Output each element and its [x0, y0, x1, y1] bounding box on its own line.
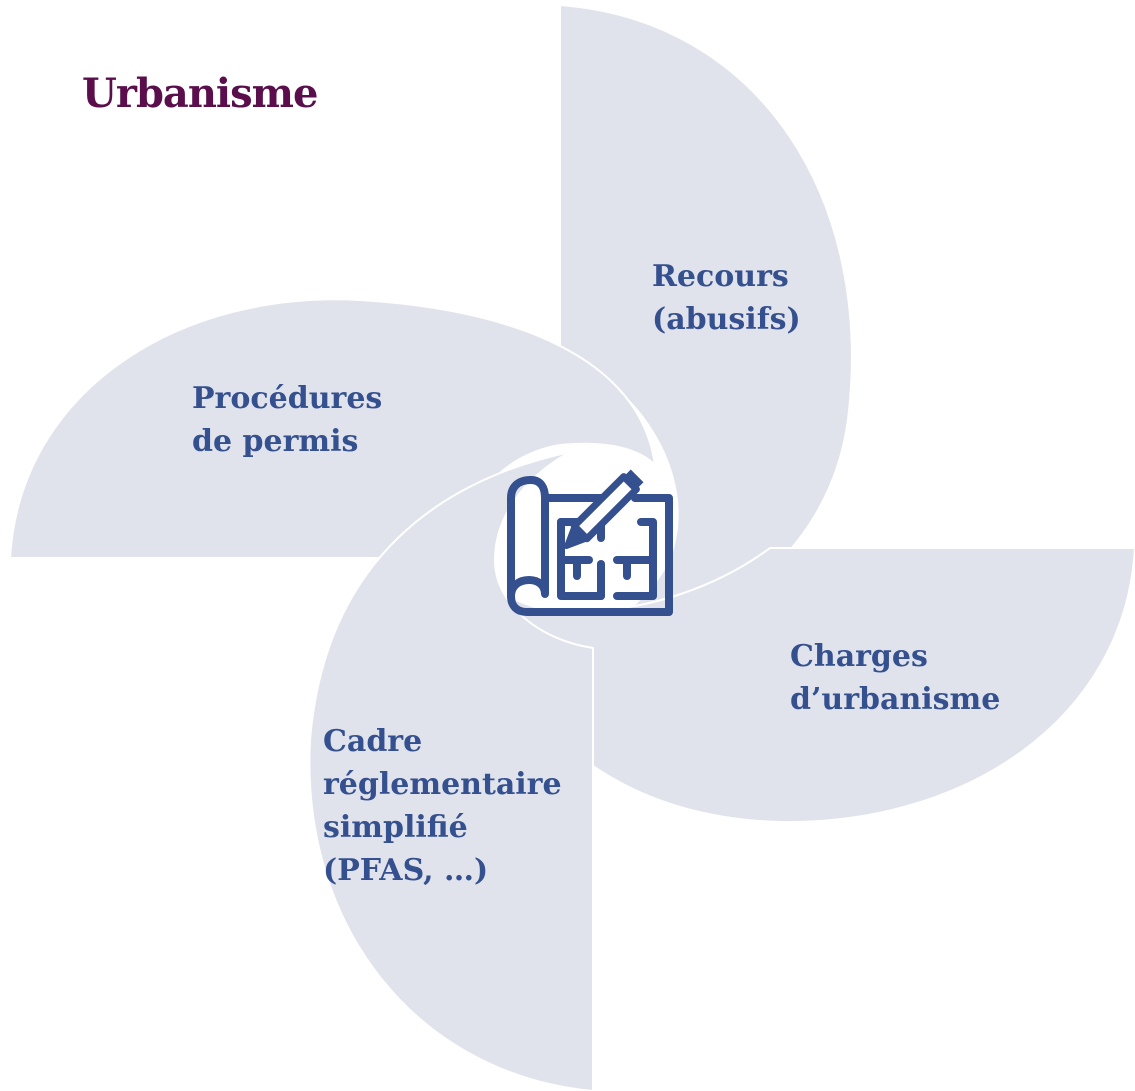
label-recours: Recours (abusifs) [652, 255, 801, 341]
segment-procedures [8, 298, 657, 559]
label-cadre-line: Cadre [323, 724, 423, 759]
page-title: Urbanisme [82, 70, 318, 117]
label-procedures: Procédures de permis [192, 377, 382, 463]
label-recours-line: Recours [652, 259, 789, 294]
label-charges-line: Charges [790, 639, 928, 674]
blueprint-pencil-icon [505, 468, 673, 616]
label-recours-line: (abusifs) [652, 302, 801, 337]
label-procedures-line: de permis [192, 424, 359, 459]
label-cadre-line: simplifié [323, 810, 468, 845]
label-cadre: Cadre réglementaire simplifié (PFAS, …) [323, 720, 562, 892]
label-charges: Charges d’urbanisme [790, 635, 1000, 721]
segment-cadre [308, 451, 594, 1091]
label-cadre-line: réglementaire [323, 767, 562, 802]
label-procedures-line: Procédures [192, 381, 383, 416]
label-cadre-line: (PFAS, …) [323, 853, 489, 888]
label-charges-line: d’urbanisme [790, 682, 1001, 717]
